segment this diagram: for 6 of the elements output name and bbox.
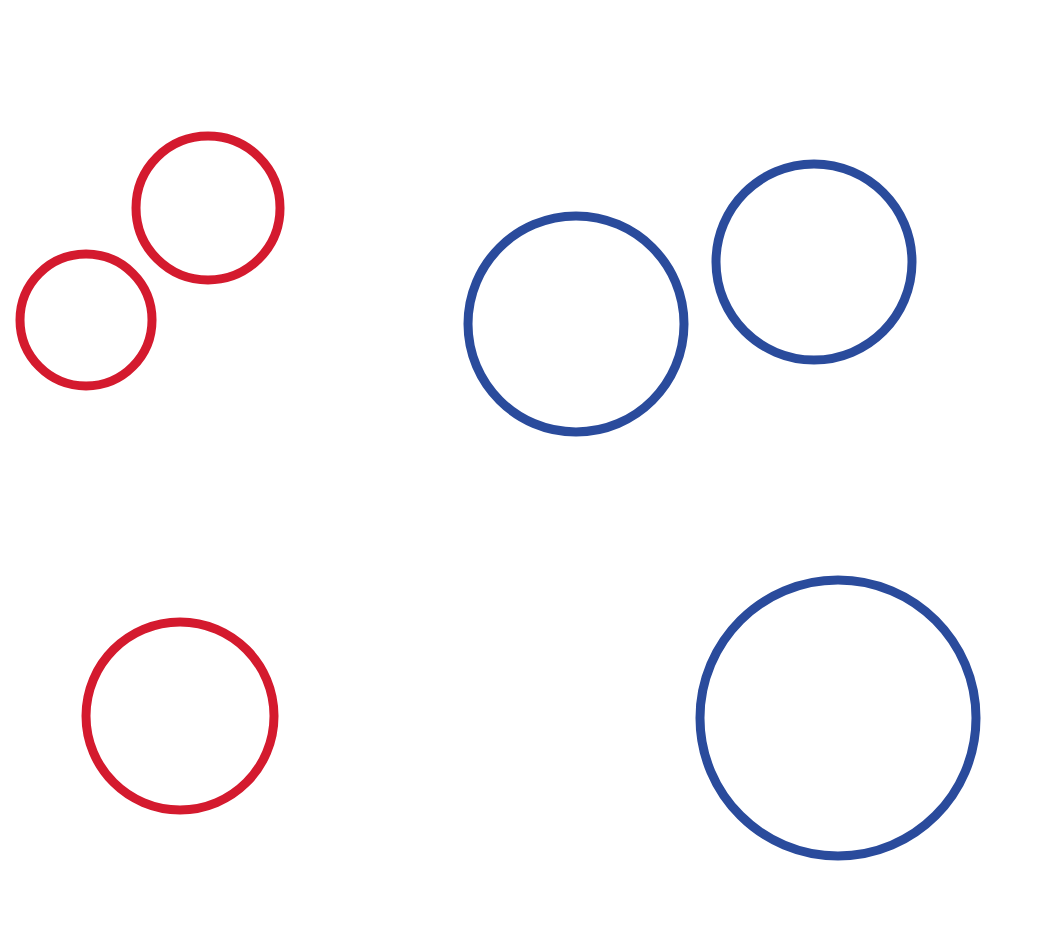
circle: [711, 159, 917, 365]
circle: [463, 211, 689, 437]
circle: [131, 131, 285, 285]
circle: [15, 249, 157, 391]
circle: [695, 575, 981, 861]
circle: [81, 617, 279, 815]
